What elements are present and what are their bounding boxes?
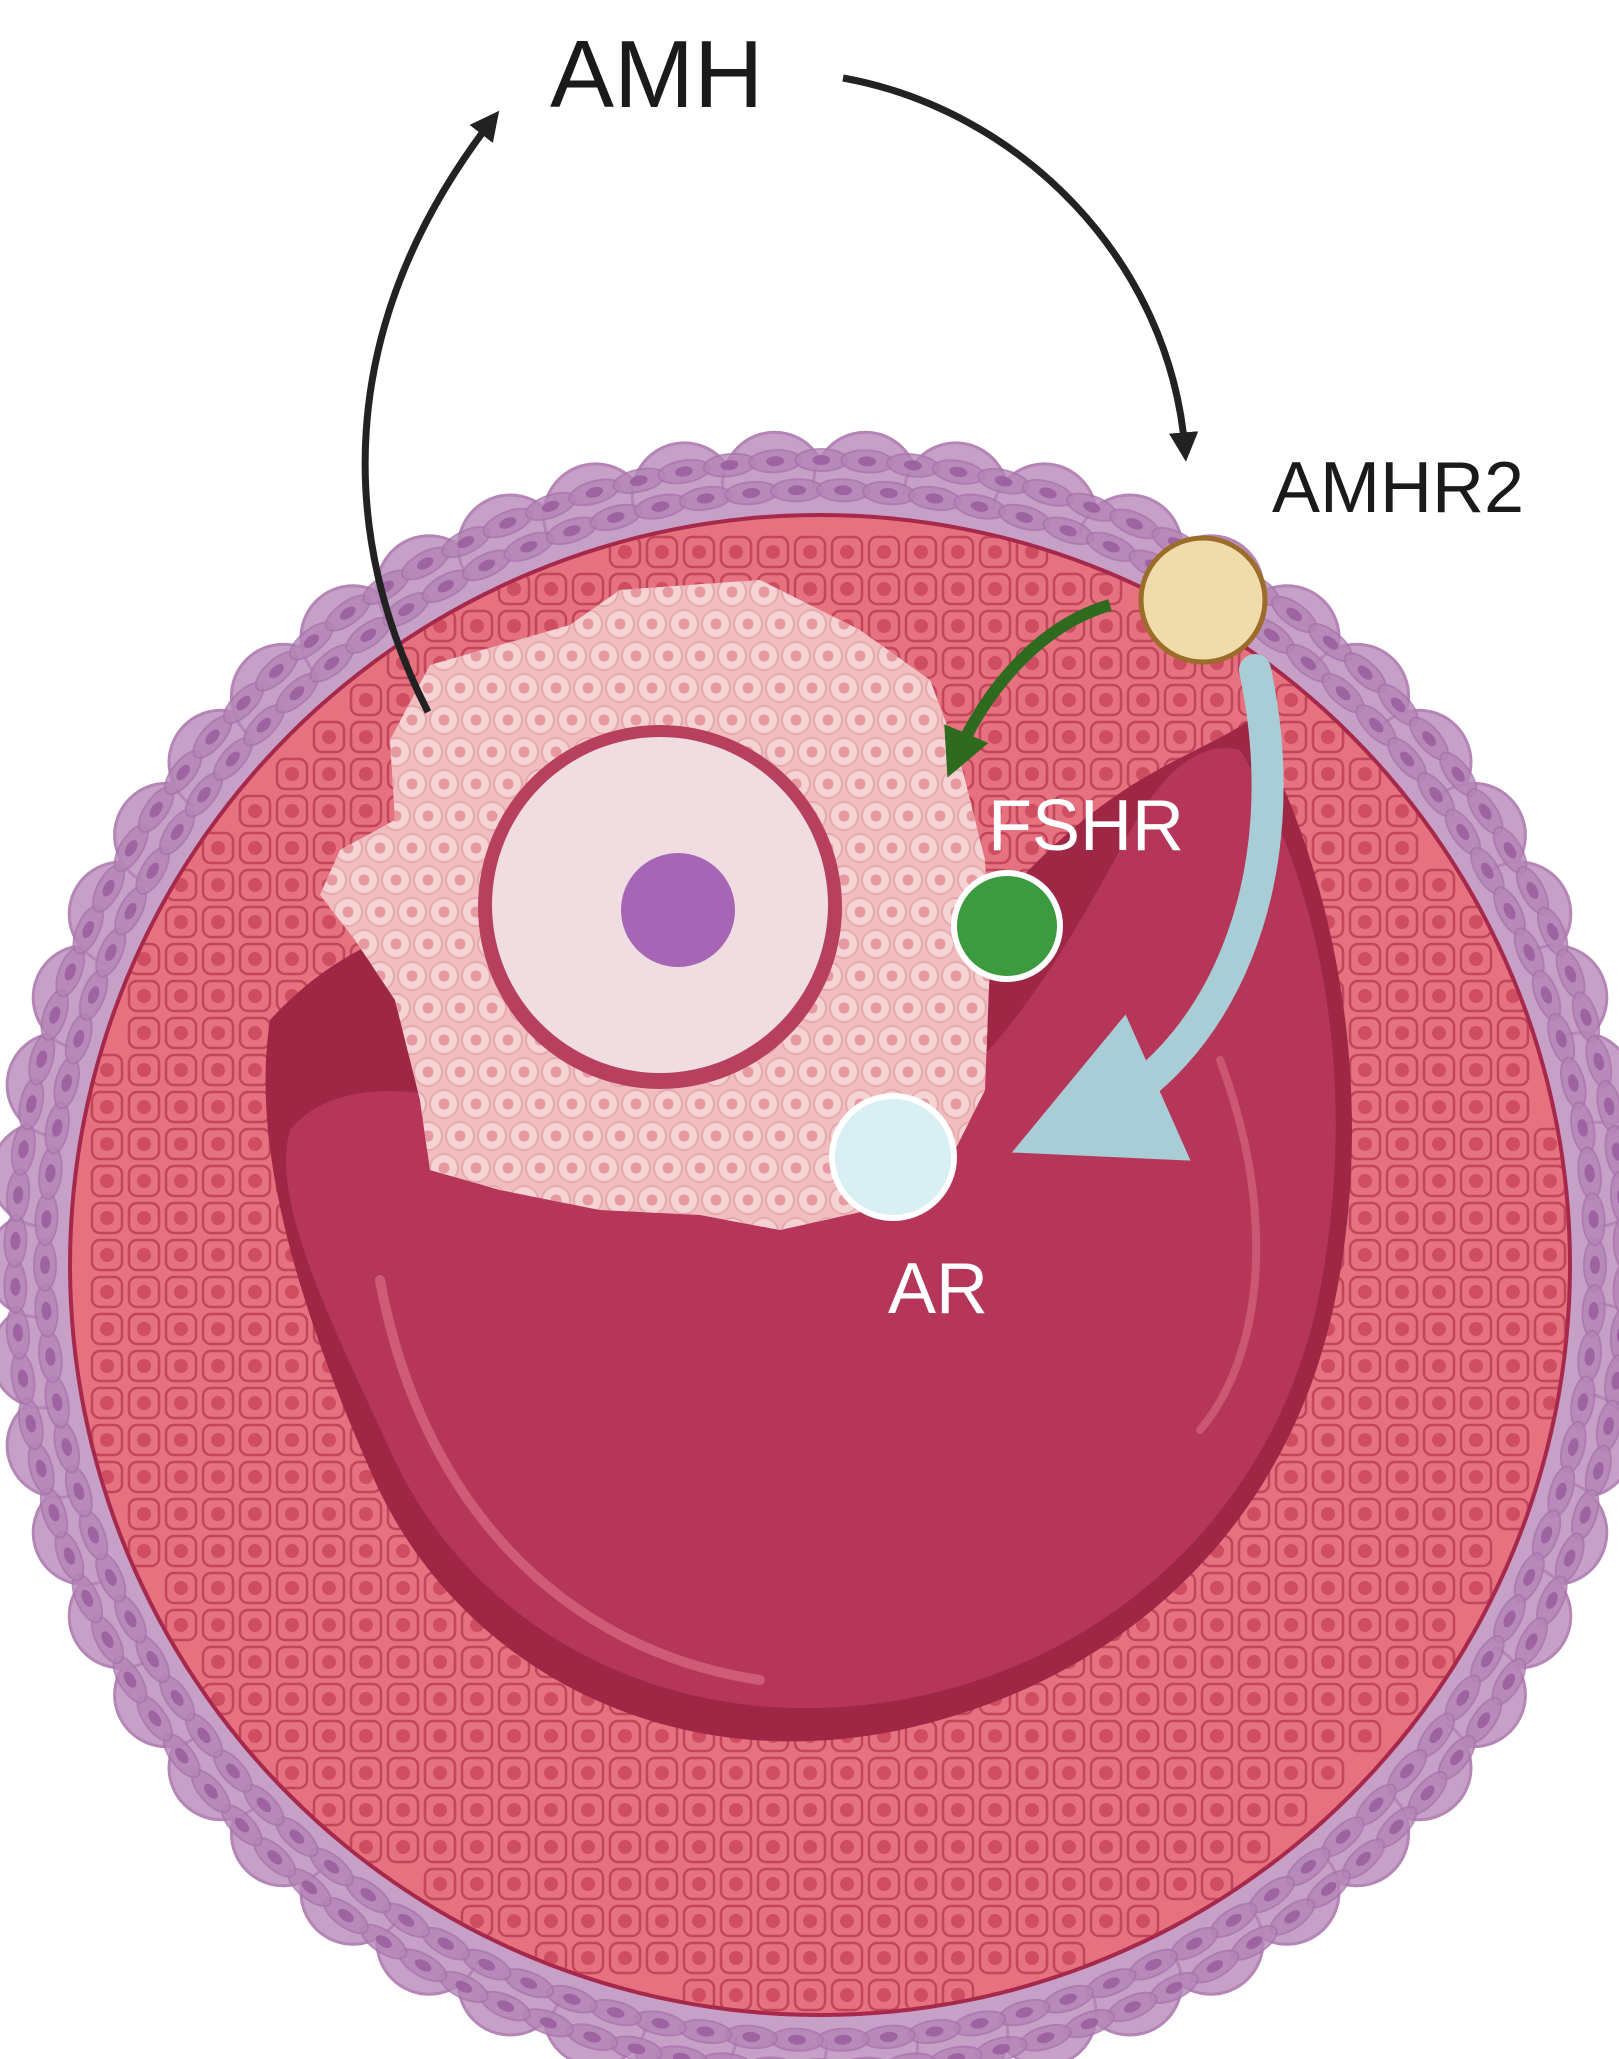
amh-label: AMH bbox=[550, 21, 763, 128]
fshr-label: FSHR bbox=[988, 786, 1184, 866]
oocyte-nucleus bbox=[621, 853, 735, 967]
amhr2-label: AMHR2 bbox=[1272, 448, 1524, 528]
oocyte bbox=[478, 725, 842, 1089]
secretion-arrow bbox=[361, 110, 500, 714]
amhr2-receptor-marker bbox=[1138, 535, 1268, 665]
fshr-receptor-marker bbox=[951, 870, 1063, 982]
fshr-regulation-arrow bbox=[944, 599, 1112, 778]
ar-regulation-arrow bbox=[1011, 654, 1284, 1161]
binding-arrow bbox=[842, 74, 1199, 462]
ar-label: AR bbox=[888, 1249, 988, 1329]
ar-receptor-marker bbox=[829, 1093, 957, 1221]
